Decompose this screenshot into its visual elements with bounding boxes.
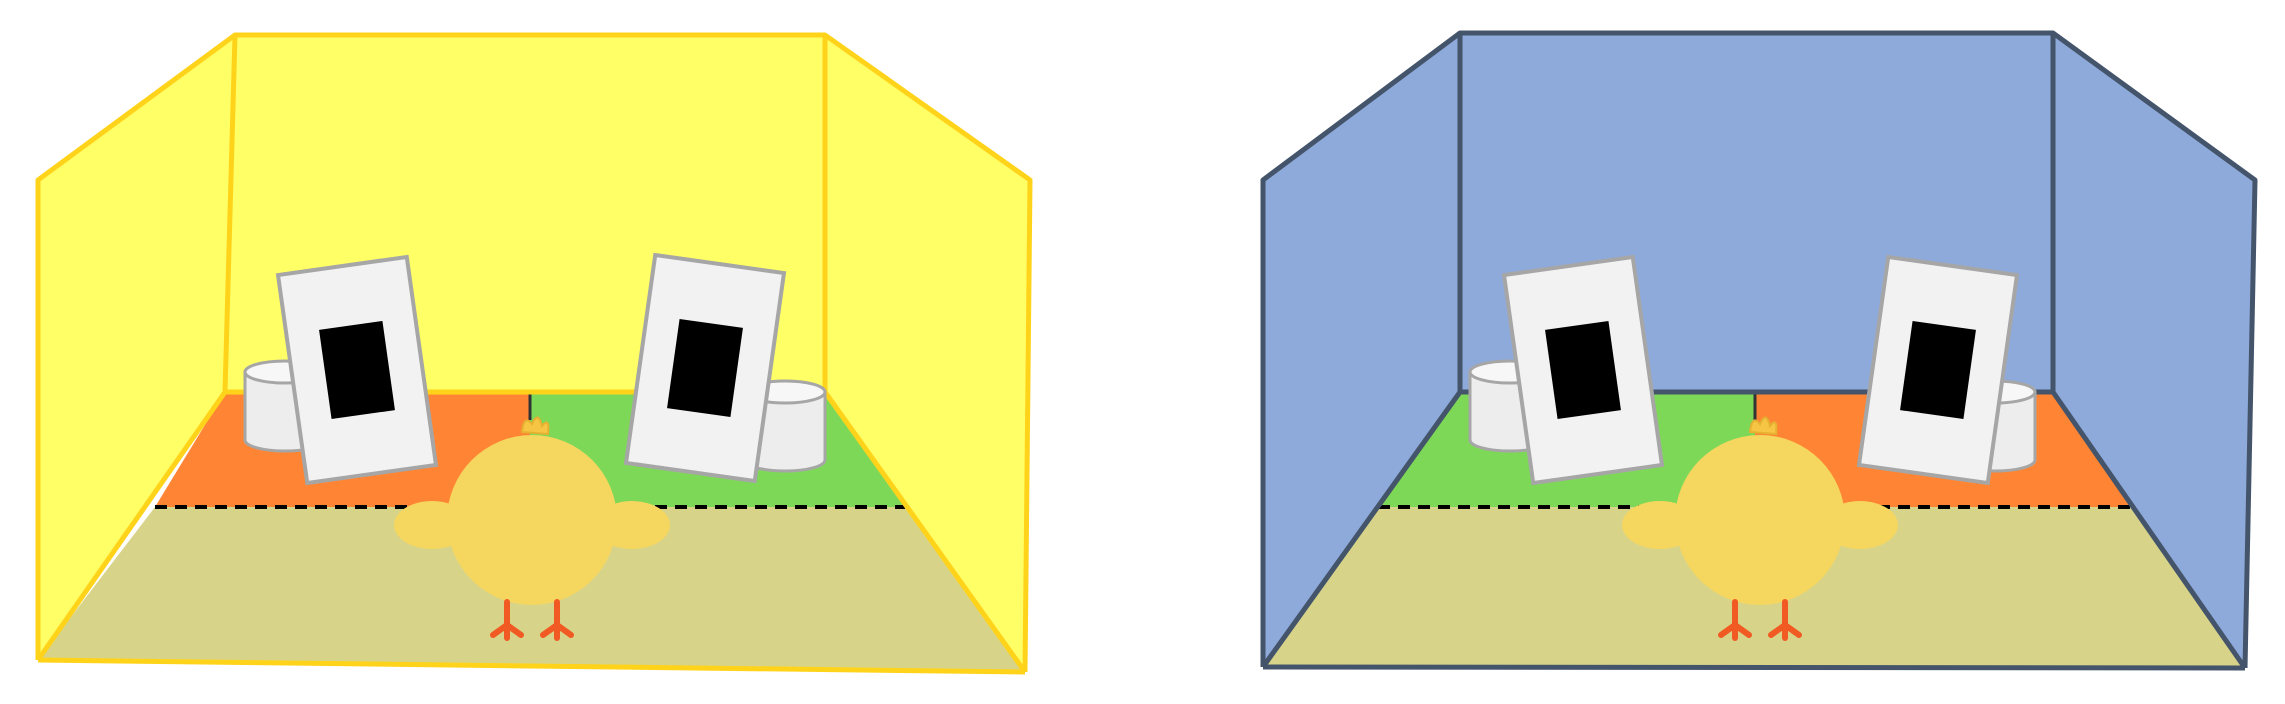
toe [1782, 622, 1802, 638]
wall-edges [35, 32, 1033, 675]
chick-tuft [1748, 416, 1778, 436]
black-square [1545, 320, 1621, 420]
right-card-2 [1856, 254, 2020, 486]
right-card-1 [1501, 254, 1665, 486]
right-room-panel [1260, 30, 2258, 671]
chick-feet [1718, 599, 1802, 641]
toe [1732, 622, 1752, 638]
chick-body [1675, 435, 1845, 605]
left-chick [394, 416, 670, 641]
right-wall [825, 35, 1030, 672]
chick-body [447, 435, 617, 605]
left-room-panel [35, 32, 1033, 675]
left-wall [1263, 33, 1460, 667]
black-square [667, 318, 743, 418]
chick-tuft [520, 416, 550, 436]
toe [554, 622, 574, 638]
right-chick [1622, 416, 1898, 641]
left-wall [38, 35, 235, 660]
left-card-1 [275, 254, 439, 486]
chick-feet [490, 599, 574, 641]
black-square [319, 320, 395, 420]
right-wall [2053, 33, 2255, 668]
toe [504, 622, 524, 638]
left-card-2 [623, 252, 787, 484]
black-square [1900, 320, 1976, 420]
